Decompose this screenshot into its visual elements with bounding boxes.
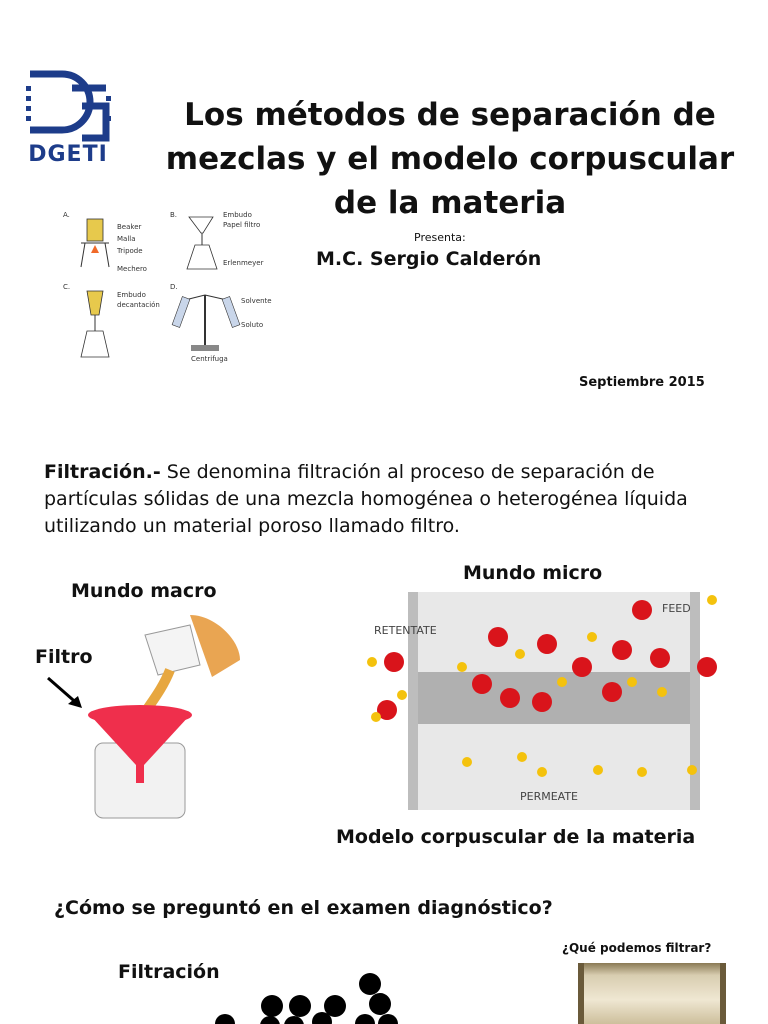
label-beaker: Beaker: [117, 223, 142, 231]
small-particles: [367, 595, 717, 777]
model-caption: Modelo corpuscular de la materia: [336, 826, 696, 848]
panel-label-a: A.: [63, 211, 70, 219]
diagnostic-question: ¿Cómo se preguntó en el examen diagnósti…: [54, 897, 553, 919]
particle-diagram: [215, 973, 398, 1024]
date-label: Septiembre 2015: [579, 375, 705, 390]
beaker-photo: [578, 963, 726, 1024]
retentate-label: RETENTATE: [374, 624, 437, 637]
label-solvente: Solvente: [241, 297, 272, 305]
label-soluto: Soluto: [241, 321, 263, 329]
macro-heading: Mundo macro: [71, 580, 217, 602]
arrow-icon: [47, 676, 82, 708]
label-centrifuga: Centrifuga: [191, 355, 228, 363]
page-title: Los métodos de separación de mezclas y e…: [165, 97, 735, 221]
filtration-label: Filtración: [118, 961, 220, 983]
panel-label-c: C.: [63, 283, 70, 291]
panel-label-d: D.: [170, 283, 178, 291]
label-mechero: Mechero: [117, 265, 147, 273]
feed-label: FEED: [662, 602, 691, 615]
label-embudo-b: Embudo: [223, 211, 252, 219]
funnel-filtration-illustration: [88, 615, 240, 819]
title-overlap: [190, 190, 310, 212]
definition-text: Se denomina filtración al proceso de sep…: [44, 461, 688, 537]
author-name: M.C. Sergio Calderón: [316, 248, 542, 270]
micro-heading: Mundo micro: [463, 562, 603, 584]
label-erlenmeyer: Erlenmeyer: [223, 259, 264, 267]
lab-equipment-figure: A. B. C. D. Beaker Malla Tripode Mechero…: [63, 211, 272, 363]
filter-label: Filtro: [35, 646, 93, 668]
large-particles: [377, 600, 717, 720]
label-malla: Malla: [117, 235, 136, 243]
label-decantacion: decantación: [117, 301, 160, 309]
membrane-filtration-diagram: RETENTATE FEED PERMEATE: [367, 592, 717, 810]
panel-label-b: B.: [170, 211, 177, 219]
label-embudo-c: Embudo: [117, 291, 146, 299]
permeate-label: PERMEATE: [520, 790, 578, 803]
label-tripode: Tripode: [116, 247, 143, 255]
logo-text: DGETI: [28, 142, 108, 167]
label-papel-filtro: Papel filtro: [223, 221, 260, 229]
filter-question: ¿Qué podemos filtrar?: [562, 941, 712, 955]
definition-paragraph: Filtración.- Se denomina filtración al p…: [44, 459, 744, 540]
presenta-label: Presenta:: [414, 231, 466, 244]
definition-term: Filtración.-: [44, 461, 161, 483]
dgeti-logo-icon: [22, 66, 114, 170]
